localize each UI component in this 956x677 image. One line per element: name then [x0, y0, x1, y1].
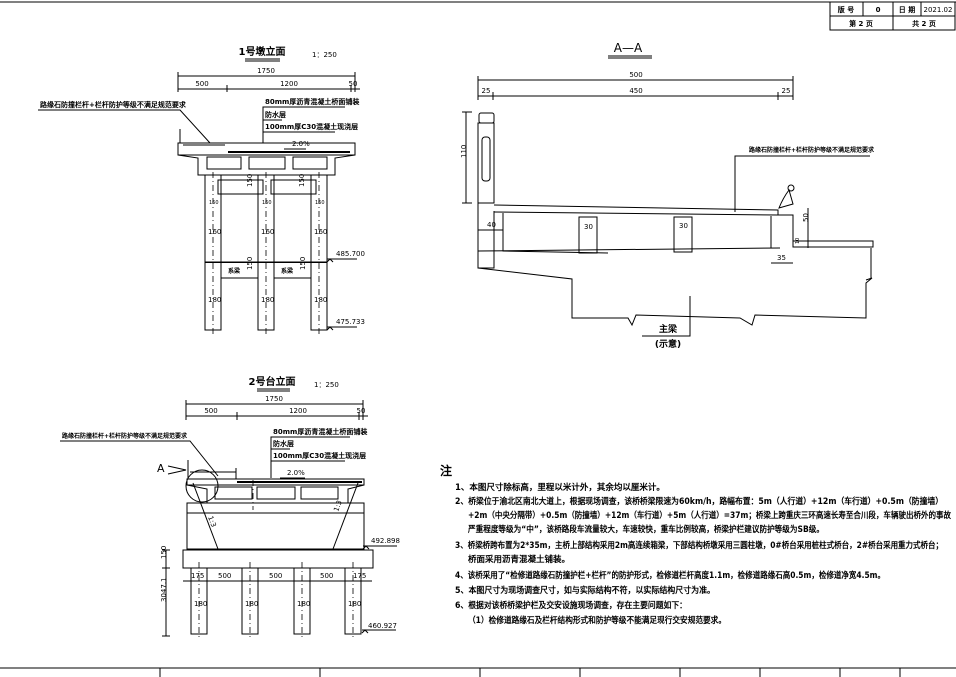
pier1-tie-dim: 150 [246, 257, 254, 270]
page-number: 第 2 页 [849, 19, 873, 28]
pile-dia-2: 180 [245, 600, 258, 608]
notes-heading: 注 [440, 463, 452, 478]
pile-dia-1: 180 [194, 600, 207, 608]
pier1-leader-note: 路缘石防撞栏杆+栏杆防护等级不满足规范要求 [40, 100, 187, 109]
note-2-cont-1: +2m（中央分隔带）+0.5m（防撞墙）+12m（车行道）+5m（人行道）=37… [468, 510, 951, 521]
version-label: 版 号 [838, 5, 854, 14]
abutment2-dim-total: 1750 [265, 395, 283, 403]
main-beam-label: 主梁 [659, 323, 678, 335]
aa-dim-40: 40 [487, 221, 496, 229]
slope-ratio-left: 1:3 [206, 515, 217, 528]
page-total: 共 2 页 [912, 19, 936, 28]
pile-spacing-1: 175 [191, 572, 204, 580]
pier1-dim-total: 1750 [257, 67, 275, 75]
section-aa: A—A 500 25 450 25 110 40 30 30 50 10 [460, 41, 875, 350]
pile-spacing-2: 500 [218, 572, 231, 580]
pier1-slope: 2.0% [292, 140, 310, 148]
abutment2-layer-3: 100mm厚C30混凝土现浇层 [273, 451, 366, 460]
pile-spacing-3: 500 [269, 572, 282, 580]
abutment2-leader-note: 路缘石防撞栏杆+栏杆防护等级不满足规范要求 [62, 432, 188, 440]
note-6-1: （1）检修道路缘石及栏杆结构形式和防护等级不能满足现行交安规范要求。 [468, 615, 726, 626]
pier1-elev-bot: 475.733 [336, 318, 365, 326]
abutment2-dim-right: 50 [357, 407, 366, 415]
pier1-layer-1: 80mm厚沥青混凝土桥面铺装 [265, 97, 359, 106]
pier1-col-top: 160 [209, 200, 219, 206]
pier1-title: 1号墩立面 [239, 45, 286, 58]
aa-dim-right: 25 [782, 87, 791, 95]
pier1-col-mid-2: 160 [261, 228, 274, 236]
pier1-col-mid: 160 [208, 228, 221, 236]
pier1-tie-label: 系梁 [228, 267, 240, 275]
pier1-dim-right: 50 [349, 80, 358, 88]
notes: 注 1、本图尺寸除标高，里程以米计外，其余均以厘米计。 2、桥梁位于渝北区南北大… [440, 463, 951, 626]
pier1-columns: 150 150 160 160 160 160 160 160 系梁 系梁 15… [204, 172, 328, 335]
abutment2-elevation: 2号台立面 1：250 1750 500 1200 50 路缘石防撞栏杆+栏杆防… [60, 375, 400, 638]
note-3-cont: 桥面采用沥青混凝土铺装。 [468, 554, 570, 565]
slope-ratio-right: 1:3 [332, 499, 343, 512]
curb-railing [778, 188, 794, 209]
abutment2-dim-mid: 1200 [289, 407, 307, 415]
pier1-scale: 1：250 [312, 51, 337, 59]
pier1-col-top-3: 160 [315, 200, 325, 206]
pile-length: 3047.1 [160, 578, 168, 603]
pier1-tie-dim-2: 150 [299, 257, 307, 270]
pier1-col-mid-3: 160 [314, 228, 327, 236]
footing-height: 150 [160, 546, 168, 559]
note-4: 4、该桥采用了“检修道路缘石防撞护栏+栏杆”的防护形式，检修道栏杆高度1.1m，… [455, 570, 885, 581]
aa-dim-10: 10 [795, 238, 801, 244]
note-5: 5、本图尺寸为现场调查尺寸，如与实际结构不符，以实际结构尺寸为准。 [455, 585, 715, 596]
aa-dim-30a: 30 [584, 223, 593, 231]
pile-spacing-5: 175 [353, 572, 366, 580]
aa-dim-total: 500 [629, 71, 642, 79]
date-value: 2021.02 [924, 6, 953, 14]
version-value: 0 [876, 6, 881, 14]
pier1-cap-dim: 150 [246, 174, 254, 187]
pier1-layer-3: 100mm厚C30混凝土现浇层 [265, 122, 358, 131]
aa-leader-note: 路缘石防撞栏杆+栏杆防护等级不满足规范要求 [749, 146, 875, 154]
abutment2-elev-top: 492.898 [371, 537, 400, 545]
note-1: 1、本图尺寸除标高，里程以米计外，其余均以厘米计。 [455, 482, 665, 493]
note-2: 2、桥梁位于渝北区南北大道上，根据现场调查，该桥桥梁限速为60km/h，路幅布置… [455, 496, 943, 507]
note-2-cont-2: 严重程度等级为“中”，该桥路段车流量较大，车速较快，重车比例较高，桥梁护栏建议防… [467, 524, 824, 535]
pier1-elevation: 1号墩立面 1：250 1750 500 1200 50 路缘石防撞栏杆+栏杆防… [38, 45, 365, 335]
pier1-cap-dim-2: 150 [298, 174, 306, 187]
pile-dia-3: 180 [297, 600, 310, 608]
main-beam-sub: (示意) [655, 338, 681, 350]
pier1-dim-left: 500 [195, 80, 208, 88]
pile-spacing-4: 500 [320, 572, 333, 580]
pile-dia-4: 180 [348, 600, 361, 608]
abutment2-slope: 2.0% [287, 469, 305, 477]
aa-dim-50: 50 [802, 213, 810, 222]
pier1-dim-mid: 1200 [280, 80, 298, 88]
aa-dim-left: 25 [482, 87, 491, 95]
date-label: 日 期 [899, 5, 915, 14]
aa-dim-30b: 30 [679, 222, 688, 230]
abutment2-title: 2号台立面 [249, 375, 296, 388]
pier1-col-bot-3: 180 [314, 296, 327, 304]
note-3: 3、桥梁桥跨布置为2*35m，主桥上部结构采用2m高连续箱梁，下部结构桥墩采用三… [455, 540, 943, 551]
aa-dim-35: 35 [777, 254, 786, 262]
pier1-elev-top: 485.700 [336, 250, 365, 258]
aa-dim-height: 110 [460, 145, 468, 158]
title-block: 版 号 0 日 期 2021.02 第 2 页 共 2 页 [829, 1, 956, 31]
abutment2-piles: 175 500 500 500 175 180 180 180 180 [183, 562, 372, 638]
abutment2-layer-2: 防水层 [273, 439, 294, 448]
railing-post-cap [478, 112, 495, 124]
abutment2-dim-left: 500 [204, 407, 217, 415]
note-6: 6、根据对该桥桥梁护栏及交安设施现场调查，存在主要问题如下： [455, 600, 687, 611]
pier1-tie-label-2: 系梁 [281, 267, 293, 275]
pier1-col-bot: 180 [208, 296, 221, 304]
aa-dim-mid: 450 [629, 87, 642, 95]
abutment2-elev-bot: 460.927 [368, 622, 397, 630]
detail-a-circle [185, 469, 219, 503]
abutment2-scale: 1：250 [314, 381, 339, 389]
detail-a-marker: A [157, 462, 165, 475]
pier1-col-bot-2: 180 [261, 296, 274, 304]
abutment2-layer-1: 80mm厚沥青混凝土桥面铺装 [273, 427, 367, 436]
section-aa-title: A—A [614, 41, 643, 55]
pier1-col-top-2: 160 [262, 200, 272, 206]
pier1-layer-2: 防水层 [265, 110, 286, 119]
